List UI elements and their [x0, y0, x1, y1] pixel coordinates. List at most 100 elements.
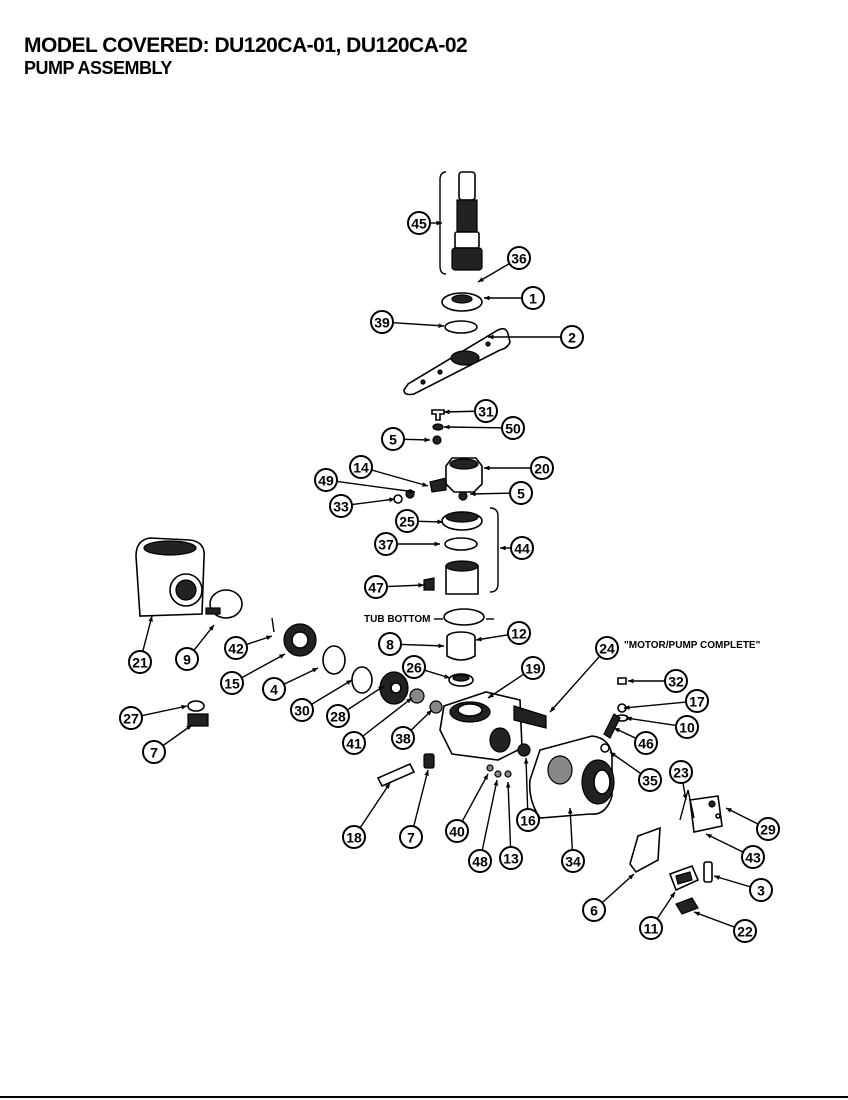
- callout-44: 44: [500, 536, 534, 560]
- callout-bubble: [399, 825, 423, 849]
- part-drawing-block: [668, 864, 700, 892]
- callout-number: 41: [346, 736, 362, 752]
- part-drawing-seal-ring: [444, 320, 478, 334]
- callout-2: 2: [488, 325, 584, 349]
- callout-number: 15: [224, 676, 240, 692]
- callout-number: 5: [389, 432, 397, 448]
- callout-leader: [443, 426, 503, 429]
- callout-number: 44: [514, 541, 530, 557]
- callout-39: 39: [370, 310, 445, 334]
- callout-leader: [346, 685, 385, 711]
- callout-bubble: [507, 246, 531, 270]
- callout-leader: [241, 653, 286, 679]
- callout-14: 14: [349, 455, 429, 487]
- callout-bubble: [509, 481, 533, 505]
- callout-bubble: [582, 898, 606, 922]
- callout-bubble: [142, 740, 166, 764]
- callout-number: 10: [679, 720, 695, 736]
- callout-30: 30: [290, 679, 353, 722]
- callout-bubble: [349, 455, 373, 479]
- callout-number: 50: [505, 421, 521, 437]
- callout-45: 45: [407, 211, 442, 235]
- callout-arrowhead: [694, 911, 700, 917]
- callout-bubble: [128, 650, 152, 674]
- callout-28: 28: [326, 685, 385, 728]
- callout-arrowhead: [266, 635, 272, 640]
- part-drawing-cap: [379, 671, 409, 705]
- callout-number: 4: [270, 682, 278, 698]
- callout-number: 21: [132, 655, 148, 671]
- callout-16: 16: [516, 757, 540, 832]
- callout-15: 15: [220, 653, 286, 695]
- callout-leader: [625, 717, 677, 727]
- callout-arrowhead: [488, 334, 494, 340]
- callout-20: 20: [484, 456, 554, 480]
- callout-arrowhead: [624, 705, 630, 710]
- callout-number: 40: [449, 824, 465, 840]
- callout-29: 29: [725, 807, 780, 841]
- callout-number: 33: [333, 499, 349, 515]
- callout-number: 13: [503, 851, 519, 867]
- part-drawing-ring: [351, 666, 373, 694]
- callout-bubble: [521, 656, 545, 680]
- callout-bubble: [664, 669, 688, 693]
- callout-leader: [311, 679, 353, 705]
- callout-bubble: [445, 819, 469, 843]
- callout-33: 33: [329, 494, 396, 518]
- callout-arrowhead: [279, 654, 285, 659]
- callout-number: 25: [399, 514, 415, 530]
- callout-arrowhead: [426, 710, 432, 716]
- callout-bubble: [314, 468, 338, 492]
- callout-42: 42: [224, 635, 273, 660]
- callout-arrowhead: [500, 545, 506, 551]
- callout-number: 32: [668, 674, 684, 690]
- callout-number: 43: [745, 850, 761, 866]
- callout-number: 30: [294, 703, 310, 719]
- callout-arrowhead: [312, 668, 318, 673]
- part-drawing-sleeve: [446, 631, 476, 661]
- callout-19: 19: [487, 656, 545, 699]
- callout-23: 23: [669, 760, 693, 801]
- callout-arrowhead: [726, 808, 732, 813]
- callout-bubble: [507, 621, 531, 645]
- part-drawing-clamp: [205, 589, 243, 619]
- callout-arrowhead: [614, 728, 620, 733]
- callout-number: 3: [757, 883, 765, 899]
- callout-number: 38: [395, 731, 411, 747]
- callout-5: 5: [469, 481, 533, 505]
- callout-leader: [705, 833, 744, 853]
- callout-46: 46: [613, 727, 658, 755]
- callout-leader: [362, 697, 413, 737]
- callout-number: 14: [353, 460, 369, 476]
- callout-arrowhead: [148, 616, 153, 622]
- callout-bubble: [290, 698, 314, 722]
- callout-leader: [469, 492, 511, 495]
- callout-number: 31: [478, 404, 494, 420]
- callout-arrowhead: [626, 716, 632, 722]
- callout-number: 39: [374, 315, 390, 331]
- part-drawing-spray-arm: [403, 327, 511, 396]
- callout-number: 7: [150, 745, 158, 761]
- callout-7: 7: [142, 724, 193, 764]
- callout-arrowhead: [550, 706, 556, 712]
- callout-number: 27: [123, 711, 139, 727]
- callout-number: 8: [386, 637, 394, 653]
- callout-number: 23: [673, 765, 689, 781]
- callout-arrowhead: [437, 519, 443, 525]
- part-drawing-pin: [703, 861, 713, 883]
- callout-17: 17: [623, 689, 709, 713]
- callout-leader: [141, 705, 188, 717]
- callout-leader: [713, 875, 751, 888]
- callout-bubble: [675, 715, 699, 739]
- callout-number: 28: [330, 709, 346, 725]
- callout-bubble: [326, 704, 350, 728]
- callout-18: 18: [342, 782, 391, 849]
- part-drawing-motor: [513, 705, 615, 819]
- callout-leader: [623, 701, 687, 709]
- callout-leader: [569, 807, 574, 851]
- callout-bubble: [634, 731, 658, 755]
- callout-43: 43: [705, 833, 765, 869]
- part-drawing-washer-40: [486, 764, 494, 772]
